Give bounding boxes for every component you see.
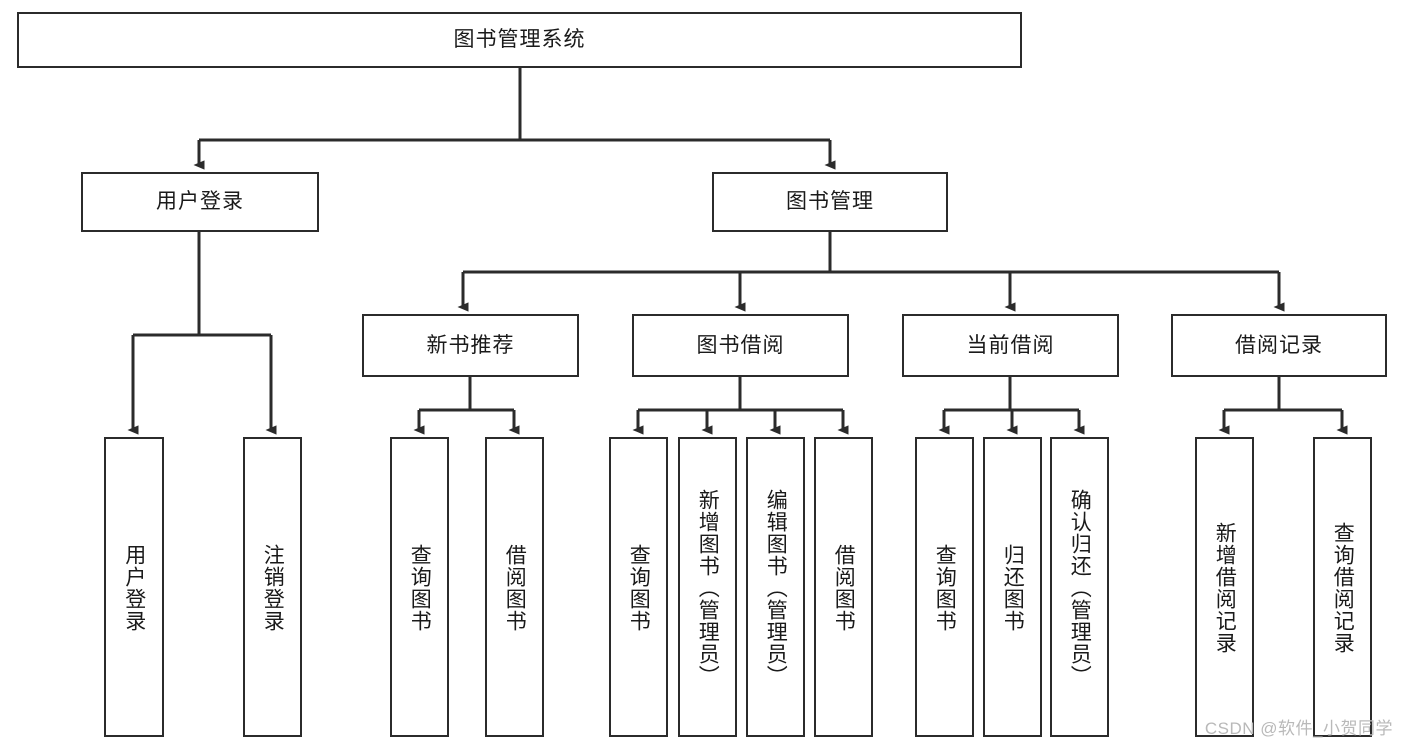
node-current-borrow-label: 当前借阅	[966, 333, 1055, 357]
node-leaf-query-book-1-label: 查询图书	[408, 544, 432, 632]
node-leaf-query-book-2[interactable]: 查询图书	[609, 437, 668, 737]
node-leaf-borrow-book-2[interactable]: 借阅图书	[814, 437, 873, 737]
node-book-manage[interactable]: 图书管理	[712, 172, 948, 232]
node-leaf-logout-label: 注销登录	[261, 544, 285, 632]
node-borrow-record[interactable]: 借阅记录	[1171, 314, 1387, 377]
node-new-book-recommend-label: 新书推荐	[426, 333, 515, 357]
node-leaf-add-record[interactable]: 新增借阅记录	[1195, 437, 1254, 737]
node-leaf-return-book-label: 归还图书	[1001, 544, 1025, 632]
node-leaf-borrow-book-1-label: 借阅图书	[503, 544, 527, 632]
node-leaf-add-book-label: 新增图书（管理员）	[696, 489, 720, 687]
node-leaf-query-record[interactable]: 查询借阅记录	[1313, 437, 1372, 737]
node-leaf-logout[interactable]: 注销登录	[243, 437, 302, 737]
node-leaf-edit-book-label: 编辑图书（管理员）	[764, 489, 788, 687]
node-leaf-confirm-return[interactable]: 确认归还（管理员）	[1050, 437, 1109, 737]
node-book-borrow-label: 图书借阅	[696, 333, 785, 357]
node-leaf-query-book-2-label: 查询图书	[627, 544, 651, 632]
node-leaf-confirm-return-label: 确认归还（管理员）	[1068, 489, 1092, 687]
node-leaf-user-login-label: 用户登录	[122, 544, 146, 632]
node-leaf-add-book[interactable]: 新增图书（管理员）	[678, 437, 737, 737]
node-current-borrow[interactable]: 当前借阅	[902, 314, 1119, 377]
node-leaf-borrow-book-1[interactable]: 借阅图书	[485, 437, 544, 737]
node-leaf-borrow-book-2-label: 借阅图书	[832, 544, 856, 632]
node-user-login[interactable]: 用户登录	[81, 172, 319, 232]
node-root[interactable]: 图书管理系统	[17, 12, 1022, 68]
node-user-login-label: 用户登录	[156, 190, 244, 214]
node-root-label: 图书管理系统	[453, 28, 586, 52]
node-leaf-user-login[interactable]: 用户登录	[104, 437, 164, 737]
node-leaf-query-book-3[interactable]: 查询图书	[915, 437, 974, 737]
node-leaf-edit-book[interactable]: 编辑图书（管理员）	[746, 437, 805, 737]
node-borrow-record-label: 借阅记录	[1235, 333, 1323, 357]
node-new-book-recommend[interactable]: 新书推荐	[362, 314, 579, 377]
node-book-manage-label: 图书管理	[786, 190, 874, 214]
node-leaf-query-book-1[interactable]: 查询图书	[390, 437, 449, 737]
node-leaf-add-record-label: 新增借阅记录	[1213, 522, 1237, 654]
node-leaf-query-record-label: 查询借阅记录	[1331, 522, 1355, 654]
csdn-watermark: CSDN @软件_小贺同学	[1204, 719, 1393, 738]
node-leaf-return-book[interactable]: 归还图书	[983, 437, 1042, 737]
node-leaf-query-book-3-label: 查询图书	[933, 544, 957, 632]
node-book-borrow[interactable]: 图书借阅	[632, 314, 849, 377]
